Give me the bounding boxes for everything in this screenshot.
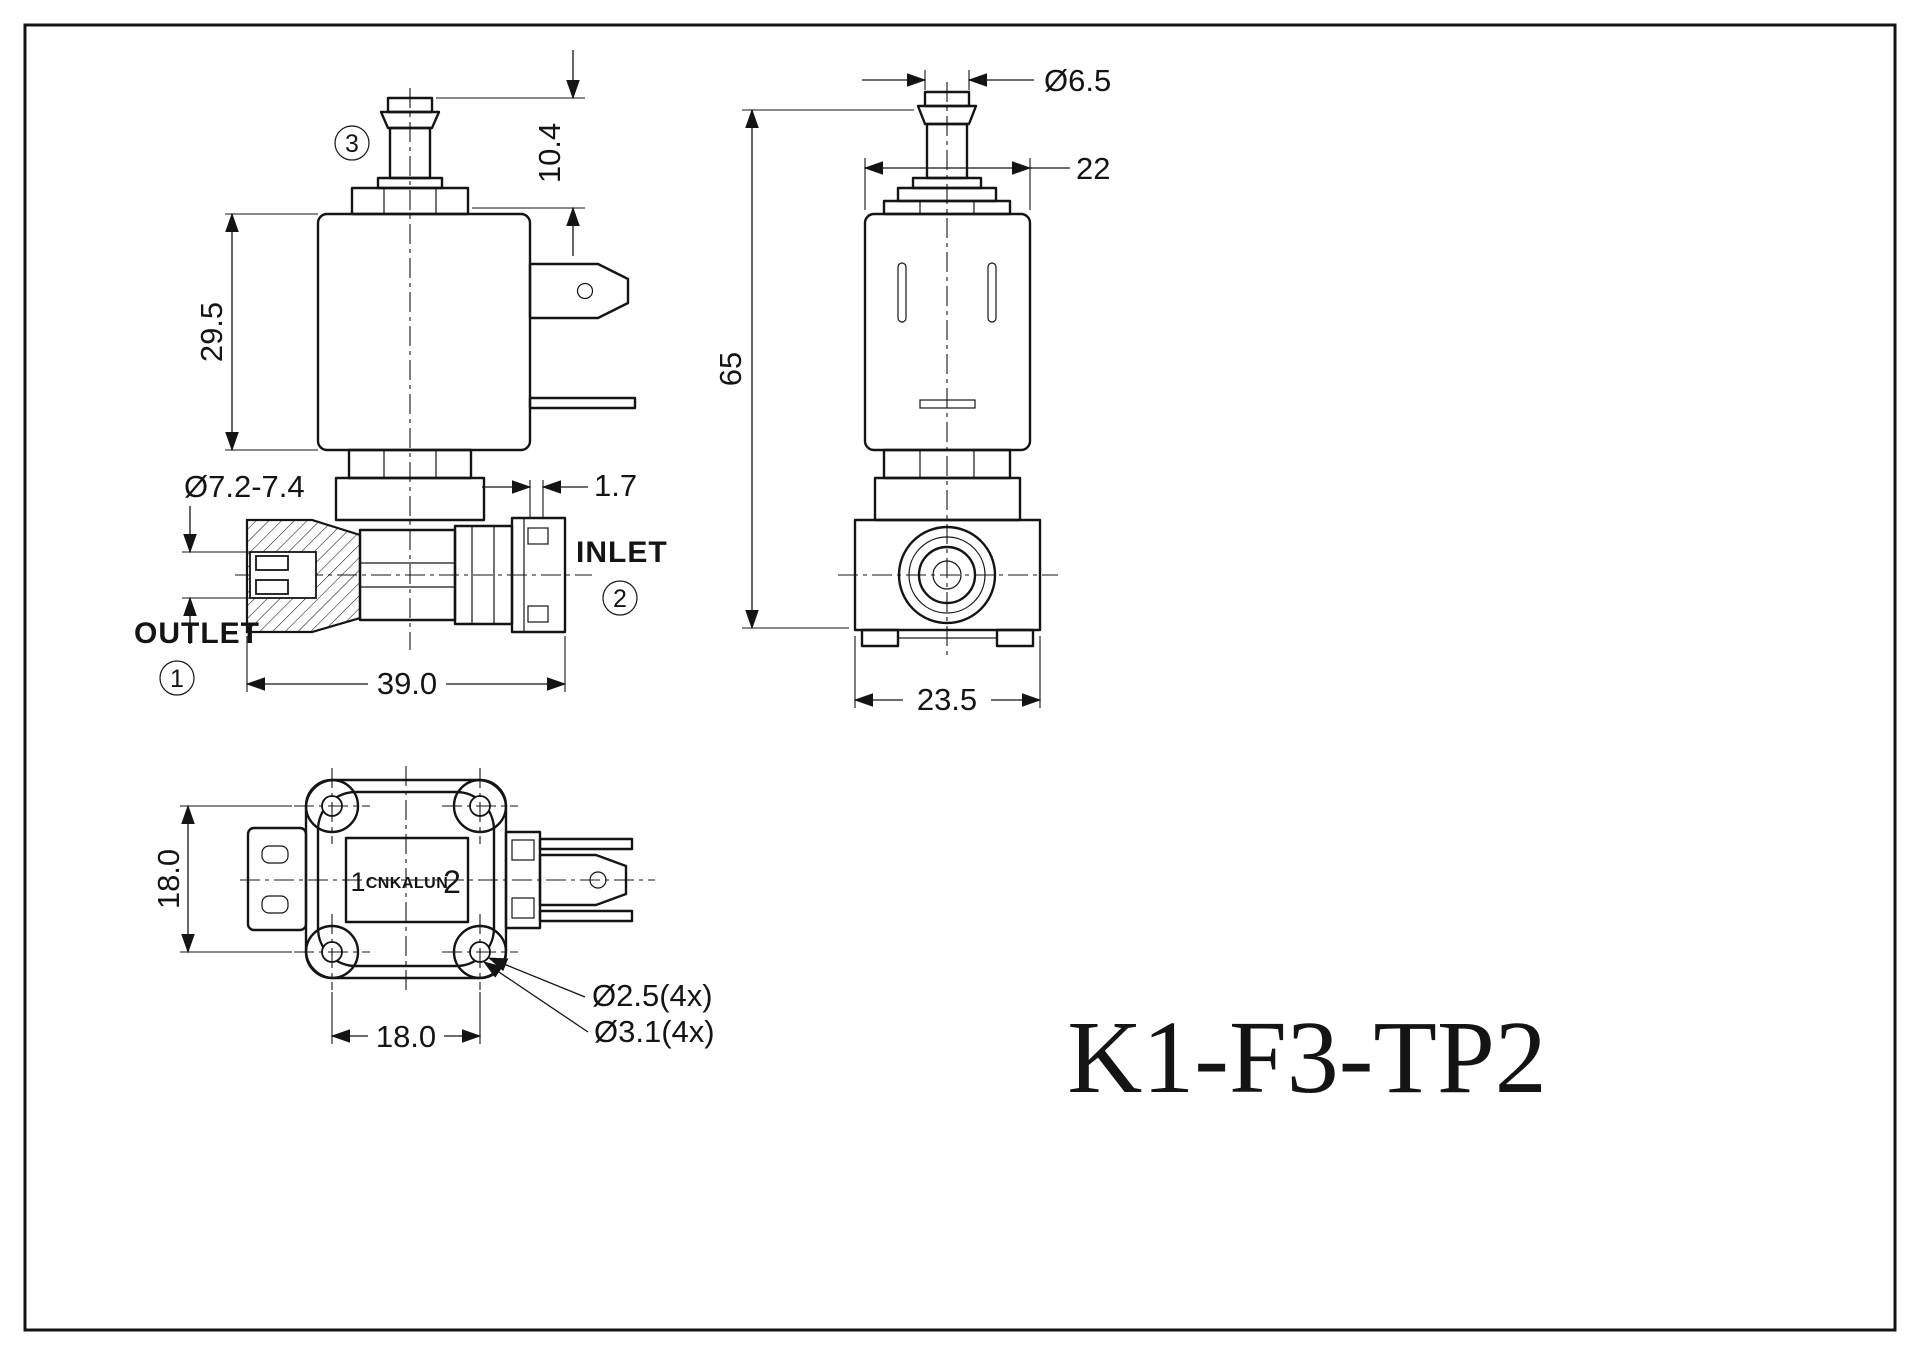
dim-body-width-text: 39.0 [377,666,437,701]
inlet-fitting [510,516,567,634]
dim-coil-width: 22 [863,151,1110,210]
dim-outlet-bore-text: Ø7.2-7.4 [184,469,305,504]
callout-hole-large-text: Ø3.1(4x) [594,1014,715,1049]
dim-hole-spacing-v: 18.0 [151,804,292,954]
plate-marking-right: 2 [443,864,461,900]
port-circle-outer [897,525,997,625]
balloon-inlet-number: 2 [613,585,627,613]
connector-bottom [504,830,634,930]
dim-hole-spacing-h-text: 18.0 [376,1019,436,1054]
callout-hole-small-text: Ø2.5(4x) [592,978,713,1013]
dim-hole-spacing-v-text: 18.0 [151,849,186,909]
coil-slot-right [987,262,997,323]
dim-total-height-text: 65 [713,352,748,386]
coil-slot-left [897,262,907,323]
dim-inlet-lip: 1.7 [482,468,637,518]
dim-barb-dia-text: Ø6.5 [1044,63,1111,98]
spade-connector-front [528,262,637,410]
front-view: 29.5 10.4 Ø7.2-7.4 1.7 [134,50,668,701]
balloon-outlet-number: 1 [170,665,184,693]
side-view: Ø6.5 22 65 23.5 [713,63,1111,717]
balloon-outlet: 1 [159,660,195,696]
dim-inlet-lip-text: 1.7 [594,468,637,503]
dim-total-height: 65 [713,108,914,630]
dim-coil-height-text: 29.5 [194,302,229,362]
sheet-border [23,23,1897,1332]
dim-coil-height: 29.5 [194,212,318,452]
balloon-barb-number: 3 [345,130,359,158]
dim-body-depth-text: 23.5 [917,682,977,717]
coil-slot-bottom [919,399,976,409]
coil-body-front [316,212,532,452]
dim-barb-length: 10.4 [436,50,585,256]
barb-fitting-front [376,96,444,190]
dim-hole-spacing-h: 18.0 [330,992,482,1054]
label-plate [344,836,470,924]
inlet-label: INLET [576,536,668,569]
plate-marking-left: 1 [350,867,365,897]
outlet-label: OUTLET [134,617,260,650]
valve-flange-front [334,476,486,522]
bottom-view: 1 CNKALUN 2 18.0 18.0 Ø2.5(4x) Ø3.1(4x) [151,766,715,1054]
barb-fitting-side [911,90,983,190]
mounting-holes [294,768,518,990]
dim-barb-length-text: 10.4 [532,123,567,183]
drawing-title: K1-F3-TP2 [1067,1000,1547,1115]
valve-body-side [853,518,1042,648]
dim-body-width: 39.0 [245,636,567,701]
dim-body-depth: 23.5 [853,636,1042,717]
outlet-fitting-bottom [246,826,308,932]
hole-callouts: Ø2.5(4x) Ø3.1(4x) [482,957,715,1049]
dim-outlet-bore: Ø7.2-7.4 [182,469,305,644]
dim-coil-width-text: 22 [1076,151,1110,186]
balloon-inlet: 2 [602,580,638,616]
plate-marking-brand: CNKALUN [366,875,449,892]
dim-barb-dia: Ø6.5 [862,63,1111,98]
valve-body-front [245,516,567,634]
balloon-barb: 3 [334,125,370,161]
